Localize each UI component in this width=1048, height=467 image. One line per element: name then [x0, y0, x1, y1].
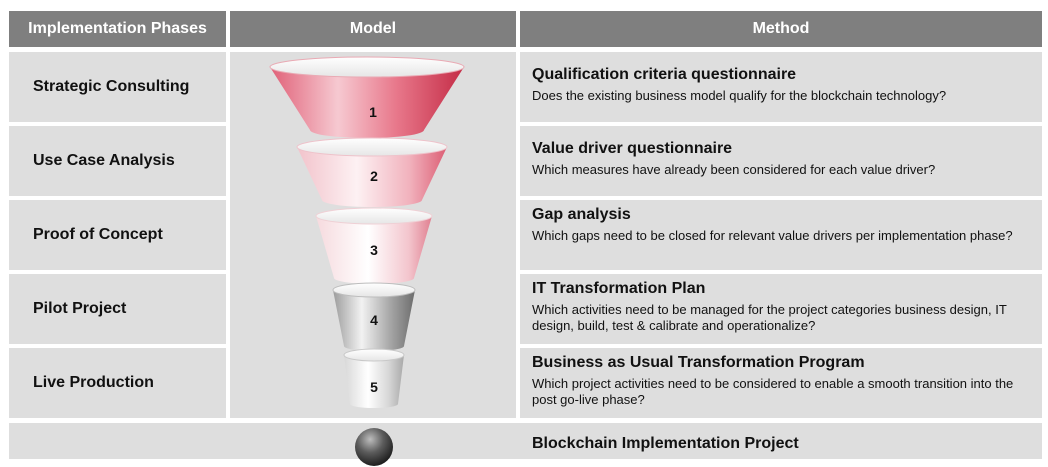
method-description: Which activities need to be managed for … — [532, 302, 1007, 333]
method-title: Qualification criteria questionnaire — [532, 66, 797, 83]
funnel-number-1: 1 — [369, 104, 377, 120]
funnel-diagram: 1 2 3 4 5 — [269, 56, 465, 408]
method-item-1: Qualification criteria questionnaire Doe… — [520, 52, 1042, 122]
phase-use-case-analysis: Use Case Analysis — [9, 126, 226, 196]
method-title: Value driver questionnaire — [532, 140, 733, 157]
funnel-segment-5: 5 — [343, 348, 405, 408]
method-item-2: Value driver questionnaire Which measure… — [520, 126, 1042, 196]
method-description: Does the existing business model qualify… — [532, 88, 947, 103]
phase-live-production: Live Production — [9, 348, 226, 418]
funnel-number-5: 5 — [370, 379, 378, 395]
phase-strategic-consulting: Strategic Consulting — [9, 52, 226, 122]
funnel-number-3: 3 — [370, 242, 378, 258]
header-model: Model — [230, 11, 516, 47]
footer-title: Blockchain Implementation Project — [532, 435, 799, 452]
funnel-segment-1: 1 — [269, 56, 465, 138]
method-title: Gap analysis — [532, 206, 631, 223]
funnel-number-2: 2 — [370, 168, 378, 184]
method-title: Business as Usual Transformation Program — [532, 354, 865, 371]
method-title: IT Transformation Plan — [532, 280, 706, 297]
funnel-segment-3: 3 — [315, 207, 433, 284]
method-item-4: IT Transformation Plan Which activities … — [520, 274, 1042, 344]
method-description: Which project activities need to be cons… — [532, 376, 1014, 407]
method-description: Which gaps need to be closed for relevan… — [532, 228, 1013, 243]
footer-band — [9, 423, 1042, 459]
phase-pilot-project: Pilot Project — [9, 274, 226, 344]
funnel-number-4: 4 — [370, 312, 378, 328]
footer-ball-icon — [355, 428, 393, 466]
header-method: Method — [520, 11, 1042, 47]
method-description: Which measures have already been conside… — [532, 162, 936, 177]
funnel-segment-4: 4 — [332, 282, 416, 351]
funnel-segment-2: 2 — [296, 137, 448, 207]
method-item-5: Business as Usual Transformation Program… — [520, 348, 1042, 418]
method-item-3: Gap analysis Which gaps need to be close… — [520, 200, 1042, 270]
phase-proof-of-concept: Proof of Concept — [9, 200, 226, 270]
header-phases: Implementation Phases — [9, 11, 226, 47]
